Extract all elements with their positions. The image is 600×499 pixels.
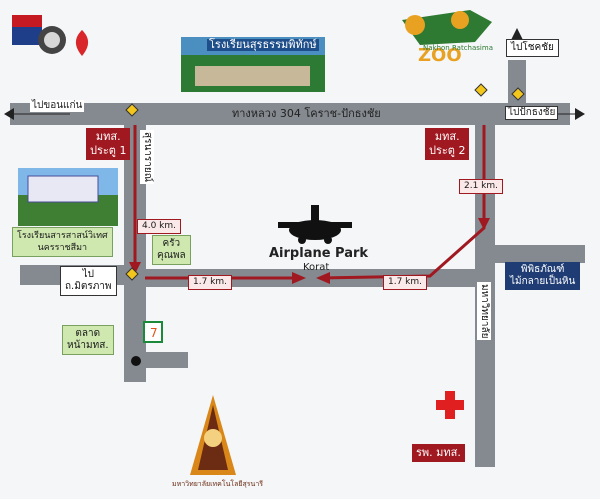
- traffic-light-icon: [125, 83, 525, 281]
- to-mittraphap-sign: ไป ถ.มิตรภาพ: [60, 266, 117, 296]
- seven-eleven-logo: 7: [143, 321, 163, 343]
- distance-2-1km: 2.1 km.: [459, 179, 504, 194]
- university-name-label: มหาวิทยาลัยเทคโนโลยีสุรนารี: [172, 480, 264, 488]
- airplane-park-label: Airplane Park: [269, 246, 369, 261]
- north-arrow: [511, 28, 523, 40]
- krua-label: ครัว คุณพล: [152, 235, 191, 265]
- east-arrow: [575, 108, 585, 120]
- school-left-label: โรงเรียนสารสาสน์วิเทศ นครราชสีมา: [12, 227, 113, 257]
- gate2-label: มทส. ประตู 2: [425, 128, 470, 160]
- east-branch-road: [485, 245, 585, 263]
- east-inner-road-label: มหาวิทยาลัย: [477, 282, 491, 341]
- north-spur-road: [508, 60, 526, 115]
- airplane-icon: [278, 205, 352, 244]
- airplane-park-sub: Korat: [303, 262, 330, 273]
- hospital-cross-icon: [436, 391, 464, 419]
- route-gate2: [319, 125, 486, 280]
- svg-text:7: 7: [150, 326, 158, 340]
- distance-1-7km-left: 1.7 km.: [188, 275, 233, 290]
- distance-1-7km-right: 1.7 km.: [383, 275, 428, 290]
- route-arrow-left: [292, 272, 306, 284]
- to-pak-thong-chai-label: ไปปักธงชัย: [505, 106, 559, 120]
- hospital-label: รพ. มทส.: [412, 444, 465, 462]
- market-label: ตลาด หน้ามทส.: [62, 325, 114, 355]
- main-road-label: ทางหลวง 304 โคราช-ปักธงชัย: [232, 107, 381, 120]
- west-arrow: [4, 108, 14, 120]
- zoo-logo: [402, 10, 492, 45]
- distance-4km: 4.0 km.: [137, 219, 182, 234]
- route-arrow-down-1: [129, 262, 141, 274]
- to-khon-kaen-label: ไปขอนแก่น: [30, 100, 85, 112]
- route-arrow-down-2: [478, 218, 490, 230]
- location-dot: [131, 356, 141, 366]
- school-top-label: โรงเรียนสุรธรรมพิทักษ์: [207, 38, 319, 51]
- west-inner-road-label: สุรนารายณ์: [140, 130, 154, 185]
- university-seal-logo: [190, 395, 236, 475]
- zoo-subtitle: Nakhon Ratchasima: [423, 44, 493, 52]
- zoo-title: ZOO: [418, 45, 462, 66]
- museum-label: พิพิธภัณฑ์ ไม้กลายเป็นหิน: [505, 262, 581, 290]
- gate1-label: มทส. ประตู 1: [86, 128, 131, 160]
- logo-badges: [12, 15, 89, 56]
- main-road: [10, 103, 570, 125]
- to-chok-chai-sign: ไปโชคชัย: [506, 39, 559, 57]
- route-arrow-right: [316, 272, 330, 284]
- school-left-image: [18, 168, 118, 226]
